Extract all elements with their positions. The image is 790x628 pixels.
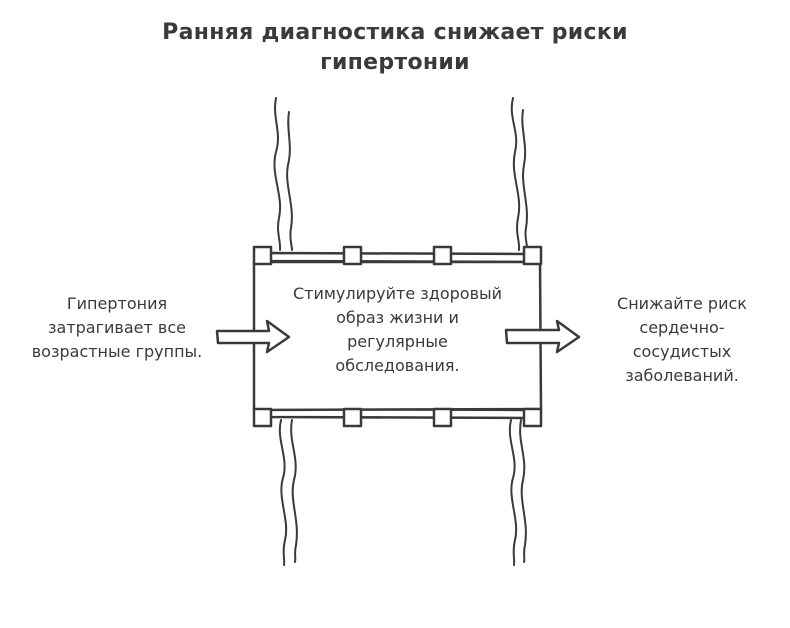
rail-knob [432,407,453,428]
left-description: Гипертония затрагивает все возрастные гр… [31,294,203,361]
center-description: Стимулируйте здоровый образ жизни и регу… [292,284,503,375]
rail-knob [252,407,273,428]
diagram-title: Ранняя диагностика снижает риски гиперто… [162,20,628,75]
rail-knob [522,407,543,428]
rail-knob [432,245,453,266]
lower-left-strap-line [278,419,288,566]
rail-knob [342,407,363,428]
rail-knob [252,245,273,266]
lower-right-strap-line [508,419,518,566]
rail-knob [342,245,363,266]
upper-right-strap-line [521,109,529,251]
left-arrow-icon [215,319,291,354]
upper-right-strap-line [510,97,521,251]
upper-left-strap-line [286,111,293,251]
top-rail [268,251,528,264]
upper-left-strap-line [273,97,282,251]
right-arrow-icon [504,319,581,354]
lower-right-strap-line [519,419,527,563]
lower-left-strap-line [290,419,298,563]
rail-knob [522,245,543,266]
right-description: Снижайте риск сердечно-сосудистых заболе… [617,294,747,385]
